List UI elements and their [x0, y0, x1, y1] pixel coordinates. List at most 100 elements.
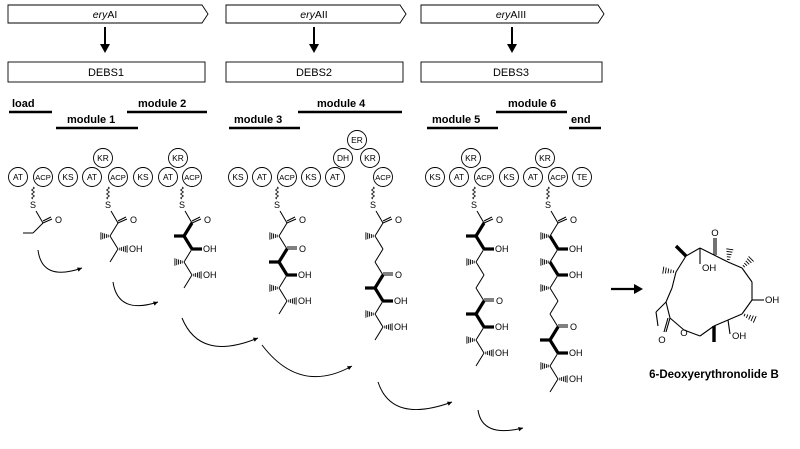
domain-acp: ACP [109, 168, 128, 187]
svg-text:AT: AT [454, 172, 464, 182]
svg-text:OH: OH [569, 348, 583, 358]
chain-transfer-arrows [38, 250, 523, 431]
domain-kr: KR [361, 149, 380, 168]
svg-text:O: O [496, 215, 503, 225]
svg-text:DEBS2: DEBS2 [296, 67, 332, 79]
domain-ks: KS [59, 168, 78, 187]
product-name: 6-Deoxyerythronolide B [649, 369, 779, 381]
svg-text:DEBS3: DEBS3 [493, 67, 529, 79]
svg-text:O: O [496, 296, 503, 306]
svg-text:S: S [30, 200, 36, 210]
svg-text:AT: AT [330, 172, 340, 182]
domain-at: AT [253, 168, 272, 187]
svg-text:KR: KR [465, 153, 477, 163]
svg-text:KR: KR [364, 153, 376, 163]
domain-dh: DH [334, 149, 353, 168]
svg-text:OH: OH [298, 296, 312, 306]
domain-kr: KR [462, 149, 481, 168]
svg-text:DEBS1: DEBS1 [88, 67, 124, 79]
gene-to-protein-arrows [100, 27, 517, 53]
domain-ks: KS [500, 168, 519, 187]
polyketide-atom-labels: SOSOOHSOOHOHSOOOHOHSOOOHOHSOOHOOHOHSOOHO… [30, 200, 583, 384]
domain-acp: ACP [183, 168, 202, 187]
svg-text:AT: AT [163, 172, 173, 182]
svg-text:OH: OH [495, 244, 509, 254]
protein-DEBS2: DEBS2 [226, 62, 403, 82]
svg-text:ACP: ACP [110, 173, 126, 182]
svg-text:KR: KR [97, 153, 109, 163]
svg-text:S: S [274, 200, 280, 210]
svg-text:OH: OH [569, 244, 583, 254]
svg-text:AT: AT [528, 172, 538, 182]
svg-text:OH: OH [732, 331, 746, 342]
domain-ks: KS [134, 168, 153, 187]
svg-text:eryAIII: eryAIII [496, 9, 526, 21]
svg-text:OH: OH [394, 296, 408, 306]
svg-text:TE: TE [577, 172, 588, 182]
domain-at: AT [326, 168, 345, 187]
svg-text:OH: OH [765, 295, 779, 306]
svg-text:O: O [711, 228, 718, 239]
domain-acp: ACP [34, 168, 53, 187]
svg-text:O: O [658, 335, 665, 346]
svg-text:KS: KS [503, 172, 515, 182]
gene-eryAIII: eryAIII [421, 5, 604, 23]
domain-ks: KS [302, 168, 321, 187]
domain-kr: KR [169, 149, 188, 168]
domain-at: AT [9, 168, 28, 187]
svg-text:OH: OH [129, 244, 143, 254]
svg-text:DH: DH [337, 153, 349, 163]
svg-text:OH: OH [702, 263, 716, 274]
svg-text:KS: KS [62, 172, 74, 182]
svg-text:S: S [370, 200, 376, 210]
module-label-5: module 5 [432, 114, 480, 126]
domain-acp: ACP [278, 168, 297, 187]
domain-at: AT [83, 168, 102, 187]
svg-text:O: O [299, 244, 306, 254]
svg-text:ACP: ACP [279, 173, 295, 182]
svg-text:OH: OH [203, 270, 217, 280]
svg-text:O: O [299, 215, 306, 225]
domain-acp: ACP [374, 168, 393, 187]
gene-eryAI: eryAI [8, 5, 208, 23]
domain-ks: KS [426, 168, 445, 187]
protein-DEBS3: DEBS3 [421, 62, 602, 82]
svg-text:O: O [204, 215, 211, 225]
svg-text:AT: AT [257, 172, 267, 182]
module-label-load: load [12, 98, 35, 110]
svg-text:S: S [471, 200, 477, 210]
svg-text:S: S [545, 200, 551, 210]
svg-text:KR: KR [539, 153, 551, 163]
svg-text:O: O [130, 215, 137, 225]
domain-at: AT [450, 168, 469, 187]
gene-eryAII: eryAII [226, 5, 406, 23]
domain-te: TE [573, 168, 592, 187]
svg-text:KS: KS [137, 172, 149, 182]
svg-text:S: S [105, 200, 111, 210]
module-label-end: end [571, 114, 591, 126]
svg-text:KR: KR [172, 153, 184, 163]
product-structure [656, 238, 764, 342]
svg-text:OH: OH [495, 348, 509, 358]
protein-DEBS1: DEBS1 [8, 62, 205, 82]
svg-text:O: O [395, 215, 402, 225]
svg-text:AT: AT [87, 172, 97, 182]
svg-text:eryAI: eryAI [93, 9, 118, 21]
module-label-2: module 2 [138, 98, 186, 110]
svg-text:ACP: ACP [184, 173, 200, 182]
module-label-1: module 1 [67, 114, 115, 126]
domain-acp: ACP [549, 168, 568, 187]
svg-text:ACP: ACP [375, 173, 391, 182]
module-label-6: module 6 [508, 98, 556, 110]
svg-text:KS: KS [305, 172, 317, 182]
svg-text:OH: OH [569, 374, 583, 384]
svg-text:ER: ER [351, 135, 363, 145]
svg-text:O: O [680, 328, 687, 339]
domain-at: AT [159, 168, 178, 187]
svg-text:O: O [570, 322, 577, 332]
domain-at: AT [524, 168, 543, 187]
svg-text:O: O [395, 270, 402, 280]
svg-text:ACP: ACP [550, 173, 566, 182]
